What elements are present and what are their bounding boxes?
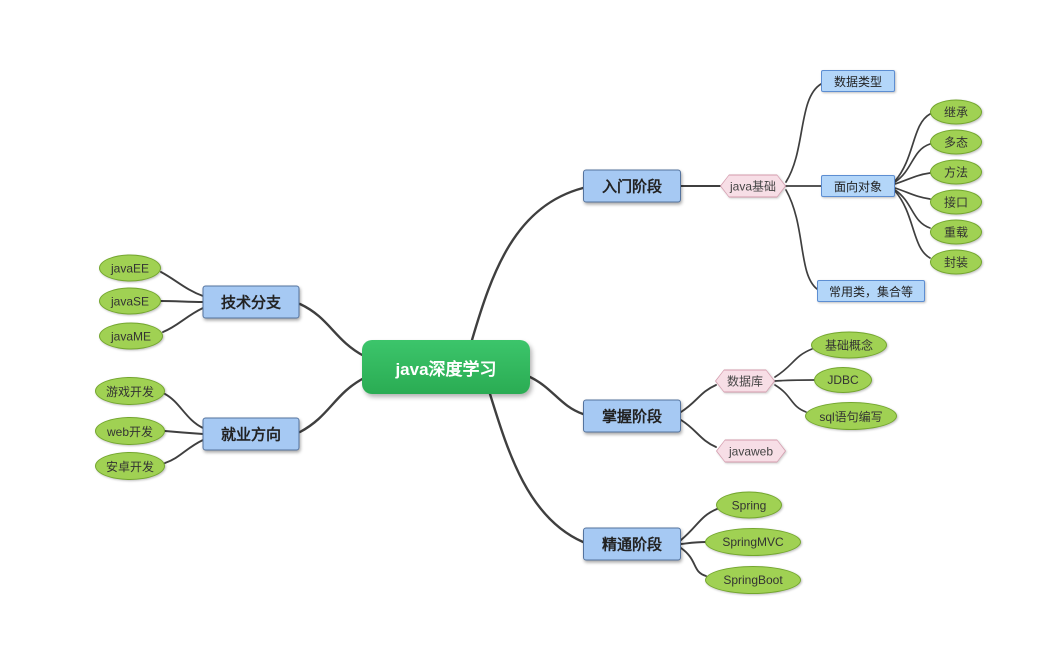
edge-tech-javaee xyxy=(160,271,204,297)
edge-expert-springboot xyxy=(680,547,707,577)
edge-root-stage-expert xyxy=(488,392,585,544)
node-springboot[interactable]: SpringBoot xyxy=(705,566,801,594)
edge-basics-data-types xyxy=(785,83,822,183)
edge-oop-overload xyxy=(894,189,931,229)
node-interface[interactable]: 接口 xyxy=(930,189,982,215)
node-javame[interactable]: javaME xyxy=(99,322,163,350)
edge-oop-interface xyxy=(894,187,931,200)
node-java-basics[interactable]: java基础 xyxy=(720,175,786,198)
node-label: javaweb xyxy=(728,444,774,458)
node-javaweb[interactable]: javaweb xyxy=(716,440,786,463)
edge-master-database xyxy=(680,384,717,413)
node-jdbc[interactable]: JDBC xyxy=(814,367,872,393)
node-common-classes[interactable]: 常用类，集合等 xyxy=(817,280,925,302)
node-inherit[interactable]: 继承 xyxy=(930,99,982,125)
edge-root-stage-intro xyxy=(470,186,585,342)
node-stage-expert[interactable]: 精通阶段 xyxy=(583,527,681,561)
hexagon-fill xyxy=(717,441,785,462)
edge-career-web-dev xyxy=(164,430,204,435)
edge-oop-poly xyxy=(894,143,931,183)
edge-career-game-dev xyxy=(164,393,204,429)
edge-expert-spring xyxy=(680,508,718,541)
node-sql[interactable]: sql语句编写 xyxy=(805,402,897,430)
edge-oop-encapsulation xyxy=(894,190,931,259)
node-poly[interactable]: 多态 xyxy=(930,129,982,155)
edge-root-stage-master xyxy=(528,375,585,416)
node-database[interactable]: 数据库 xyxy=(715,370,775,393)
edge-db-basic-concepts xyxy=(774,348,813,378)
edge-oop-method xyxy=(894,172,931,185)
node-label: 数据库 xyxy=(726,374,763,389)
hexagon-fill xyxy=(721,176,785,197)
edge-oop-inherit xyxy=(894,113,931,182)
edge-db-jdbc xyxy=(774,379,815,382)
node-stage-master[interactable]: 掌握阶段 xyxy=(583,399,681,433)
edge-basics-common-classes xyxy=(785,189,818,290)
node-label: java基础 xyxy=(729,179,776,194)
root-node[interactable]: java深度学习 xyxy=(362,340,530,394)
node-career[interactable]: 就业方向 xyxy=(202,417,300,451)
node-javaee[interactable]: javaEE xyxy=(99,254,161,282)
node-game-dev[interactable]: 游戏开发 xyxy=(95,377,165,405)
node-method[interactable]: 方法 xyxy=(930,159,982,185)
node-oop[interactable]: 面向对象 xyxy=(821,175,895,197)
node-stage-intro[interactable]: 入门阶段 xyxy=(583,169,681,203)
node-springmvc[interactable]: SpringMVC xyxy=(705,528,801,556)
node-tech-branch[interactable]: 技术分支 xyxy=(202,285,300,319)
node-spring[interactable]: Spring xyxy=(716,491,782,519)
node-web-dev[interactable]: web开发 xyxy=(95,417,165,445)
edge-expert-springmvc xyxy=(680,541,707,545)
hexagon-fill xyxy=(716,371,774,392)
edge-career-android-dev xyxy=(164,439,204,464)
edge-db-sql xyxy=(774,384,807,413)
edge-master-javaweb xyxy=(680,419,717,448)
edge-tech-javase xyxy=(160,300,204,303)
edge-root-career xyxy=(298,376,366,434)
node-android-dev[interactable]: 安卓开发 xyxy=(95,452,165,480)
node-javase[interactable]: javaSE xyxy=(99,287,161,315)
node-overload[interactable]: 重载 xyxy=(930,219,982,245)
node-encapsulation[interactable]: 封装 xyxy=(930,249,982,275)
edge-root-tech-branch xyxy=(298,302,366,358)
node-basic-concepts[interactable]: 基础概念 xyxy=(811,331,887,359)
node-data-types[interactable]: 数据类型 xyxy=(821,70,895,92)
edge-tech-javame xyxy=(162,307,204,333)
